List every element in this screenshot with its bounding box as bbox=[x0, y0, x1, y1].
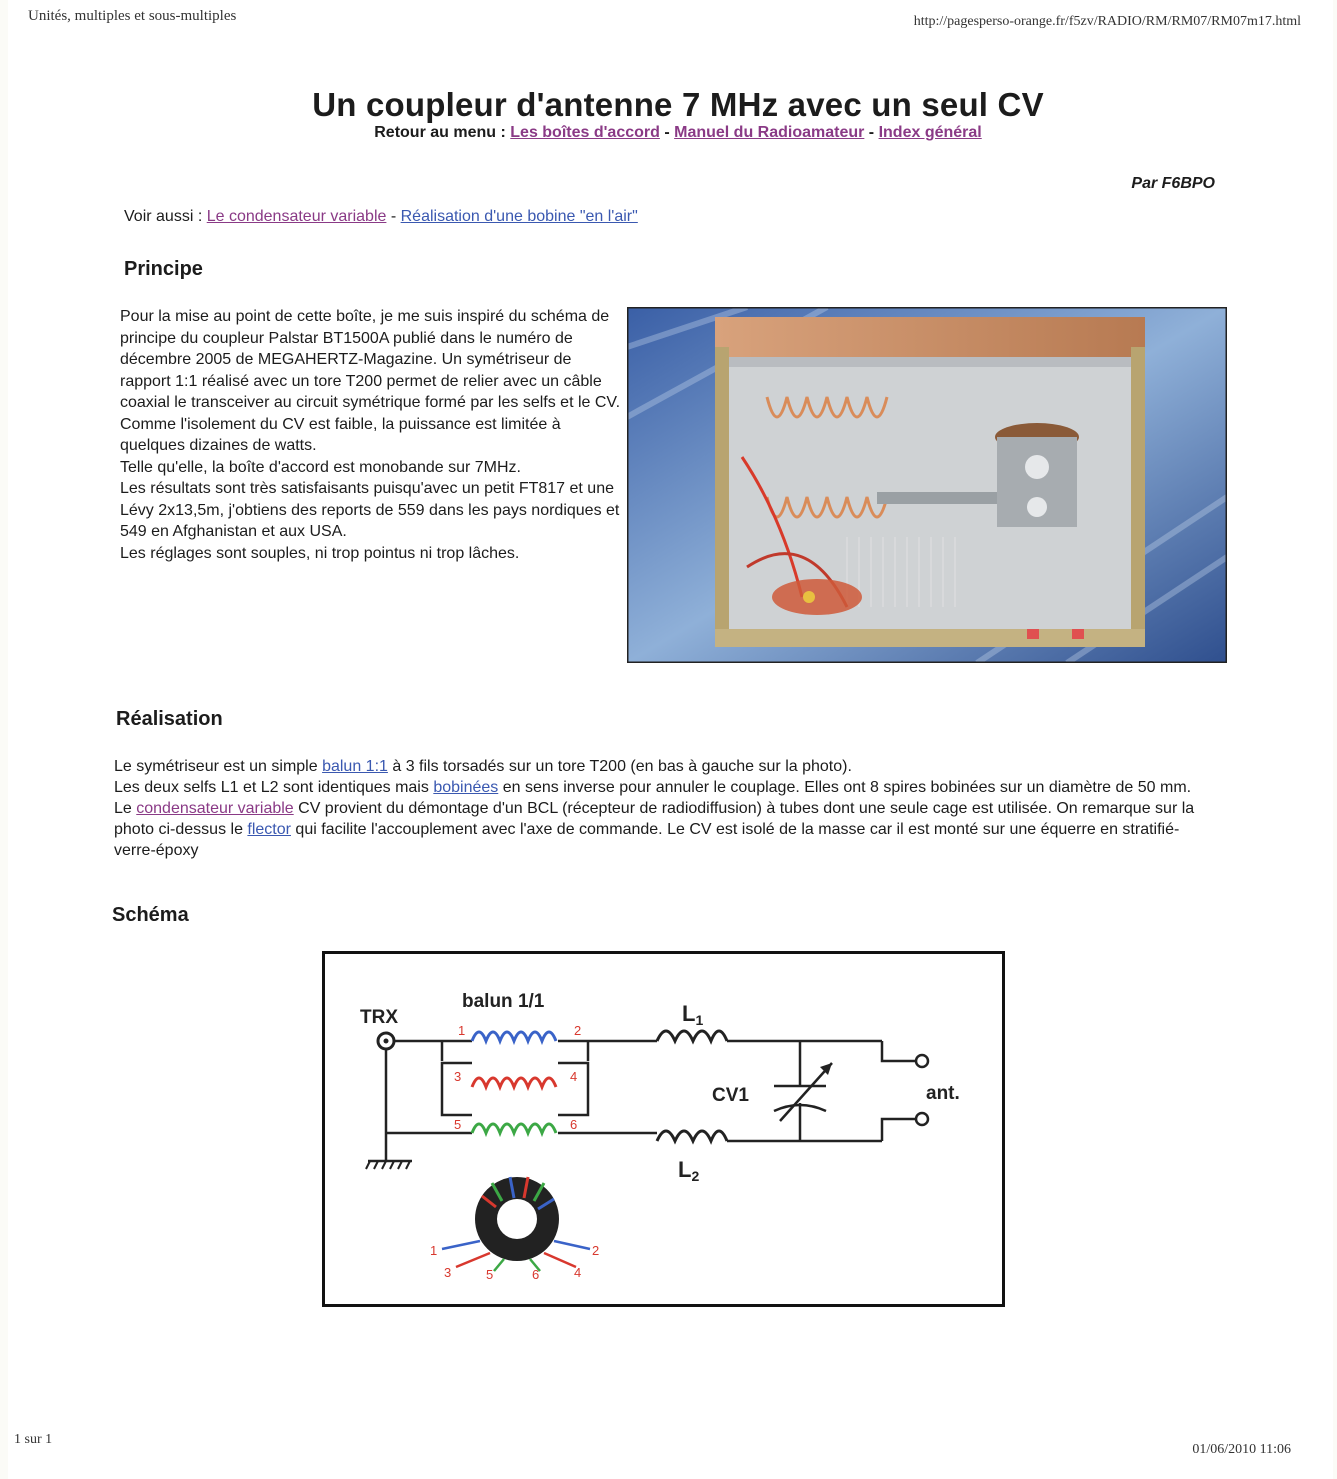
l2-text: L bbox=[678, 1157, 691, 1182]
pin-label: 2 bbox=[592, 1243, 599, 1258]
link-flector[interactable]: flector bbox=[247, 821, 291, 838]
see-also: Voir aussi : Le condensateur variable - … bbox=[124, 208, 638, 226]
link-index-general[interactable]: Index général bbox=[878, 124, 982, 141]
separator: - bbox=[864, 124, 879, 141]
l1-text: L bbox=[682, 1001, 695, 1026]
l1-sub: 1 bbox=[695, 1012, 703, 1028]
ant-terminal-icon bbox=[914, 1111, 930, 1127]
coax-center bbox=[383, 1038, 389, 1044]
separator: - bbox=[386, 208, 401, 225]
paragraph: Pour la mise au point de cette boîte, je… bbox=[120, 308, 621, 411]
pin-label: 2 bbox=[574, 1023, 581, 1038]
pin-label: 5 bbox=[486, 1267, 493, 1282]
pin-label: 5 bbox=[454, 1117, 461, 1132]
menu-breadcrumb: Retour au menu : Les boîtes d'accord - M… bbox=[8, 124, 1337, 142]
print-footer-page-count: 1 sur 1 bbox=[14, 1432, 53, 1447]
label-cv1: CV1 bbox=[712, 1085, 749, 1106]
l2-sub: 2 bbox=[691, 1168, 699, 1184]
ant-terminal-icon bbox=[914, 1053, 930, 1069]
pin-labels: 1 2 3 4 5 6 bbox=[454, 1023, 581, 1132]
link-condensateur-variable-2[interactable]: condensateur variable bbox=[136, 800, 294, 817]
text-run: à 3 fils torsadés sur un tore T200 (en b… bbox=[387, 758, 852, 775]
label-l2: L2 bbox=[678, 1157, 699, 1184]
inductors bbox=[655, 1029, 729, 1145]
pin-label: 4 bbox=[574, 1265, 581, 1280]
pin-label: 6 bbox=[532, 1267, 539, 1282]
principe-text: Pour la mise au point de cette boîte, je… bbox=[120, 306, 625, 564]
link-balun[interactable]: balun 1:1 bbox=[322, 758, 388, 775]
paragraph: Le symétriseur est un simple balun 1:1 à… bbox=[114, 756, 1204, 777]
link-boites-accord[interactable]: Les boîtes d'accord bbox=[510, 124, 660, 141]
pin-label: 3 bbox=[454, 1069, 461, 1084]
page-title: Un coupleur d'antenne 7 MHz avec un seul… bbox=[312, 86, 1044, 123]
pin-label: 1 bbox=[430, 1243, 437, 1258]
heading-principe: Principe bbox=[124, 258, 203, 280]
printed-page: Unités, multiples et sous-multiples http… bbox=[8, 0, 1333, 1479]
text-run: qui facilite l'accouplement avec l'axe d… bbox=[114, 821, 1180, 859]
menu-prefix: Retour au menu : bbox=[374, 124, 506, 141]
pin-label: 3 bbox=[444, 1265, 451, 1280]
text-run: Les deux selfs L1 et L2 sont identiques … bbox=[114, 779, 434, 796]
balun-windings bbox=[470, 1030, 558, 1138]
paragraph: Comme l'isolement du CV est faible, la p… bbox=[120, 415, 561, 455]
heading-schema: Schéma bbox=[112, 904, 189, 926]
text-run: Le symétriseur est un simple bbox=[114, 758, 323, 775]
realisation-text: Le symétriseur est un simple balun 1:1 à… bbox=[114, 756, 1204, 861]
pin-label: 1 bbox=[458, 1023, 465, 1038]
print-header-url: http://pagesperso-orange.fr/f5zv/RADIO/R… bbox=[913, 14, 1301, 29]
link-bobinees[interactable]: bobinées bbox=[433, 779, 499, 796]
coupler-photo bbox=[627, 307, 1227, 663]
cv-arrow bbox=[820, 1063, 832, 1075]
paragraph: Les réglages sont souples, ni trop point… bbox=[120, 544, 520, 562]
paragraph: Le condensateur variable CV provient du … bbox=[114, 798, 1204, 861]
see-also-prefix: Voir aussi : bbox=[124, 208, 203, 225]
pin-label: 4 bbox=[570, 1069, 577, 1084]
ground-icon bbox=[365, 1160, 411, 1170]
wiring bbox=[368, 1039, 916, 1163]
toroid-icon: 1 2 3 5 6 4 bbox=[430, 1176, 599, 1282]
label-ant: ant. bbox=[926, 1083, 960, 1104]
link-condensateur-variable[interactable]: Le condensateur variable bbox=[206, 208, 387, 225]
label-trx: TRX bbox=[360, 1007, 398, 1028]
text-run: CV provient du démontage d'un BCL (récep… bbox=[114, 800, 1195, 838]
print-footer-date: 01/06/2010 11:06 bbox=[1192, 1442, 1291, 1457]
paragraph: Les résultats sont très satisfaisants pu… bbox=[120, 480, 620, 540]
label-l1: L1 bbox=[682, 1001, 703, 1028]
pin-label: 6 bbox=[570, 1117, 577, 1132]
text-run: Le bbox=[114, 800, 137, 817]
schematic-diagram: balun 1/1 TRX L1 L2 CV1 ant. bbox=[322, 951, 1005, 1307]
author-byline: Par F6BPO bbox=[1131, 175, 1215, 192]
paragraph: Les deux selfs L1 et L2 sont identiques … bbox=[114, 777, 1204, 798]
print-header-title: Unités, multiples et sous-multiples bbox=[28, 8, 237, 24]
link-bobine-en-lair[interactable]: Réalisation d'une bobine "en l'air" bbox=[400, 208, 638, 225]
link-manuel-radioamateur[interactable]: Manuel du Radioamateur bbox=[674, 124, 865, 141]
text-run: en sens inverse pour annuler le couplage… bbox=[498, 779, 1192, 796]
label-balun: balun 1/1 bbox=[462, 991, 545, 1012]
heading-realisation: Réalisation bbox=[116, 708, 223, 730]
paragraph: Telle qu'elle, la boîte d'accord est mon… bbox=[120, 458, 521, 476]
separator: - bbox=[659, 124, 675, 141]
